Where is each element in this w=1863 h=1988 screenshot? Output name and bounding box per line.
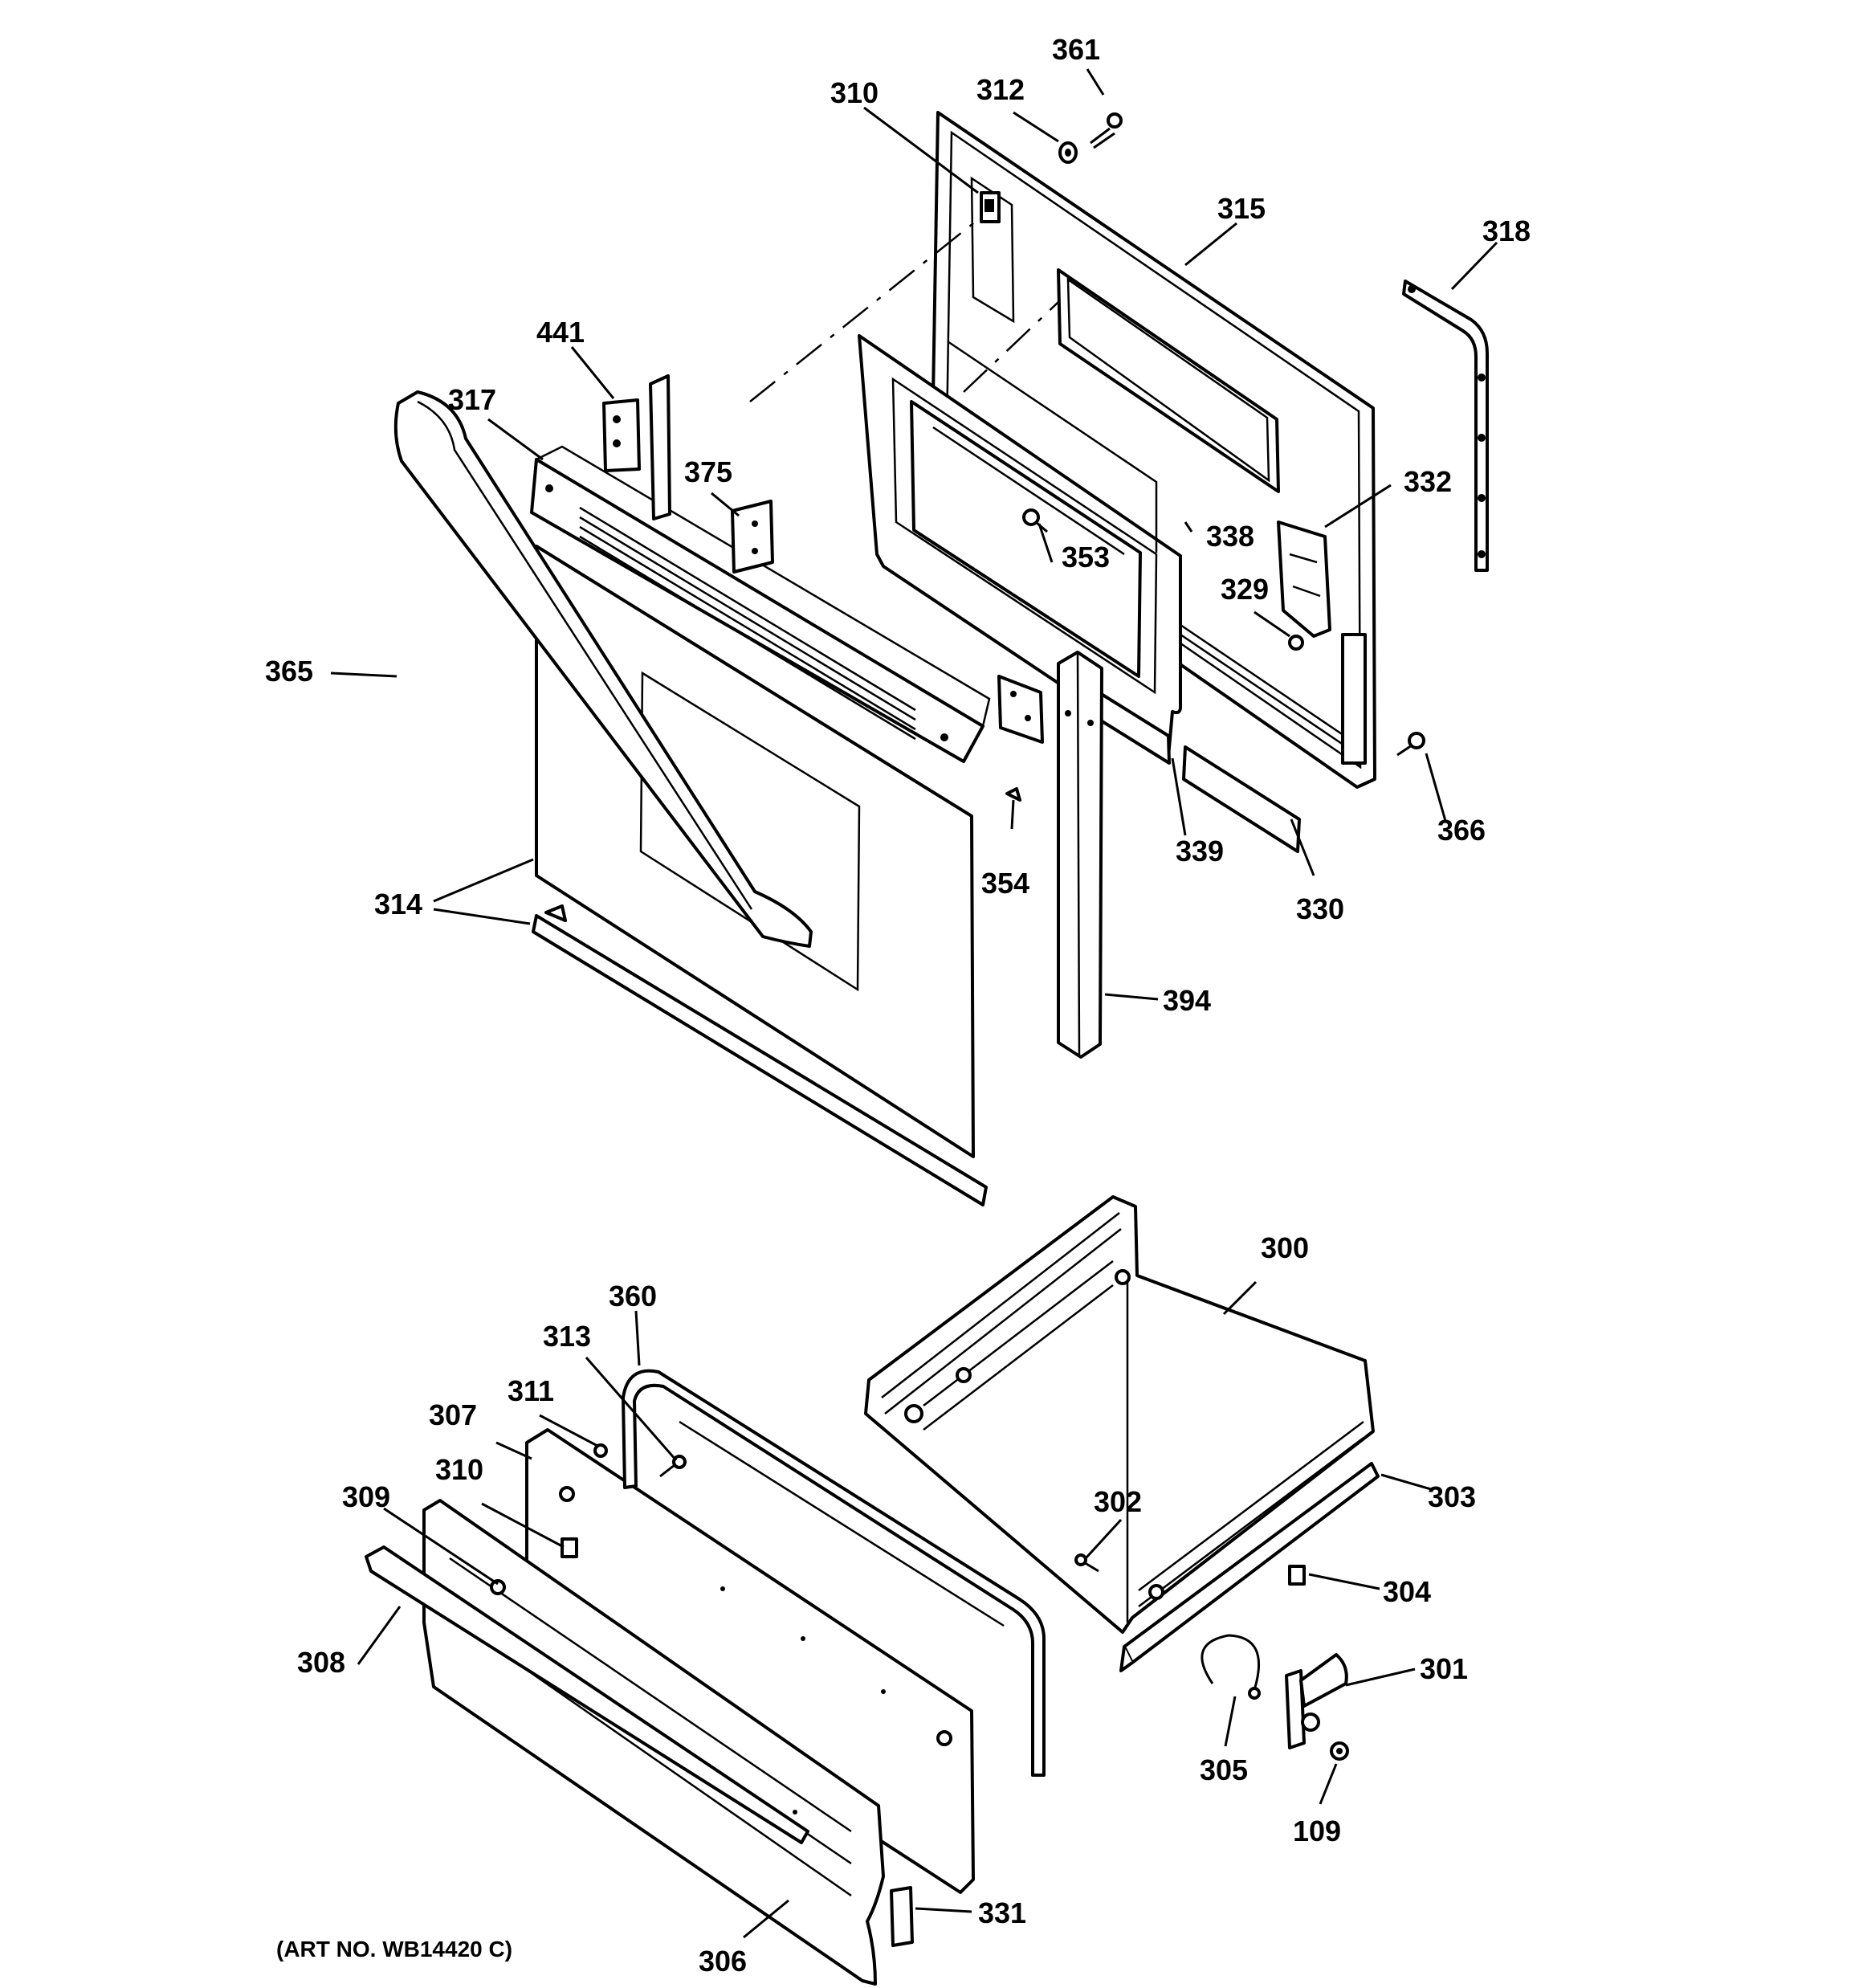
screw-353 [1022, 508, 1048, 533]
door-hinge-441 [602, 374, 671, 520]
screw-366 [1396, 732, 1425, 757]
callout-317: 317 [448, 383, 496, 416]
screw-354 [1005, 787, 1021, 802]
door-side-trim-394 [1057, 651, 1103, 1059]
callout-360: 360 [609, 1280, 657, 1312]
art-number: (ART NO. WB14420 C) [276, 1937, 512, 1961]
drawer-body-300 [864, 1195, 1375, 1634]
screw-361 [1090, 112, 1123, 149]
callout-309: 309 [342, 1480, 390, 1513]
callout-312: 312 [976, 73, 1025, 106]
callout-441: 441 [536, 316, 585, 349]
assembly-line [749, 216, 982, 402]
callout-354: 354 [981, 867, 1029, 900]
callout-375: 375 [684, 455, 732, 488]
callout-300: 300 [1261, 1231, 1309, 1264]
callout-313: 313 [543, 1320, 591, 1353]
callout-329: 329 [1221, 573, 1269, 606]
callout-318: 318 [1482, 214, 1531, 247]
door-handle-365 [393, 390, 813, 948]
callout-305: 305 [1200, 1753, 1248, 1786]
glass-frame-338 [858, 334, 1182, 758]
hinge-bracket [997, 675, 1044, 744]
callout-315: 315 [1217, 192, 1266, 225]
drawer-gasket-360 [622, 1369, 1046, 1777]
callout-331: 331 [978, 1896, 1026, 1929]
callout-307: 307 [429, 1398, 477, 1431]
callout-361: 361 [1052, 33, 1100, 66]
screw-329 [1288, 635, 1304, 651]
callout-366: 366 [1437, 814, 1486, 847]
door-gasket-318 [1402, 280, 1489, 572]
drawer-bracket-301 [1285, 1653, 1348, 1749]
callout-394: 394 [1163, 984, 1211, 1017]
bumper-304 [1288, 1565, 1306, 1586]
leader-lines [330, 68, 1498, 1939]
insulation-330 [1182, 745, 1301, 853]
callout-332: 332 [1404, 465, 1452, 498]
washer-312 [1058, 141, 1078, 164]
callout-353: 353 [1062, 541, 1110, 574]
callout-308: 308 [297, 1646, 345, 1679]
callout-310-top: 310 [830, 76, 879, 109]
drawer-front-trim-308 [365, 1545, 809, 1844]
drawer-bracket-331 [890, 1886, 914, 1947]
nut-109 [1330, 1741, 1349, 1761]
callout-304: 304 [1383, 1575, 1431, 1608]
callout-311: 311 [508, 1374, 554, 1407]
spring-clip-305 [1201, 1634, 1261, 1700]
callout-303: 303 [1428, 1480, 1476, 1513]
door-bottom-trim-314 [532, 904, 988, 1206]
callout-338: 338 [1206, 520, 1254, 553]
slide-rail-303 [1119, 1462, 1380, 1672]
callout-310-drawer: 310 [435, 1453, 483, 1486]
callout-306: 306 [699, 1945, 747, 1978]
insulation-332 [1277, 520, 1331, 638]
outer-door-panel-314 [535, 545, 975, 1158]
screw-313 [659, 1455, 687, 1478]
hinge-slot-310-top [980, 191, 1001, 223]
pin-302 [1074, 1553, 1099, 1573]
bracket-375 [731, 500, 774, 574]
door-top-trim-317 [530, 445, 991, 763]
callout-labels: 361 312 310 315 318 441 317 375 332 338 … [265, 33, 1531, 1978]
nut-311 [593, 1443, 608, 1458]
callout-109: 109 [1293, 1815, 1341, 1847]
callout-301: 301 [1420, 1652, 1468, 1685]
callout-330: 330 [1296, 892, 1344, 925]
callout-314: 314 [374, 888, 422, 921]
hinge-slot-310-drawer [561, 1537, 578, 1558]
callout-365: 365 [265, 655, 313, 688]
callout-339: 339 [1176, 835, 1224, 867]
assembly-line [963, 301, 1059, 393]
callout-302: 302 [1094, 1485, 1142, 1518]
